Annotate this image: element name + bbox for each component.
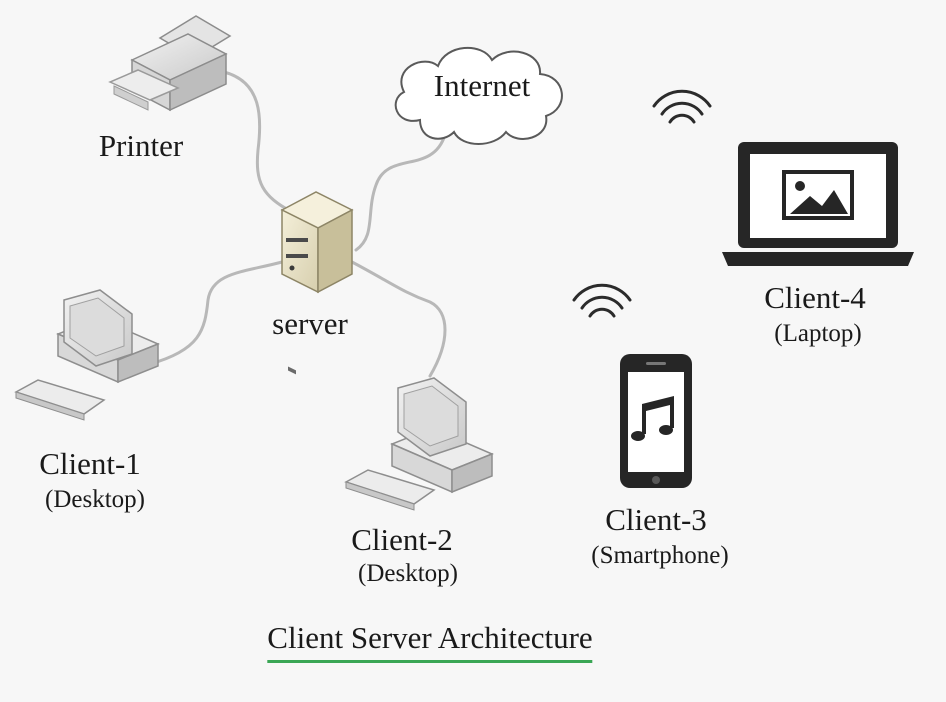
network-cables [148,70,447,378]
printer-label: Printer [98,128,184,163]
smartphone-icon [620,354,692,488]
cable-internet-server [354,133,447,252]
client2-label: Client-2 [351,522,453,557]
server-tower-icon [280,191,354,375]
cable-server-client2 [350,260,447,378]
client3-sublabel: (Smartphone) [591,542,729,569]
laptop-icon [722,142,914,266]
cloud-icon [394,46,563,145]
client1-label: Client-1 [39,446,141,481]
client1-sublabel: (Desktop) [45,486,145,513]
wifi-icon [652,89,712,124]
desktop-computer-icon [344,377,494,511]
cable-server-client1 [148,260,284,366]
image-icon [782,170,854,220]
wifi-icon [572,283,632,318]
internet-label: Internet [433,68,531,103]
music-note-icon [631,396,674,441]
server-label: server [272,306,348,341]
printer-icon [108,15,232,112]
client2-sublabel: (Desktop) [358,560,458,587]
client4-sublabel: (Laptop) [774,320,862,347]
client3-label: Client-3 [605,502,707,537]
client4-label: Client-4 [764,280,866,315]
diagram-caption: Client Server Architecture [267,620,593,663]
desktop-computer-icon [14,289,160,421]
cable-printer-server [222,70,294,214]
